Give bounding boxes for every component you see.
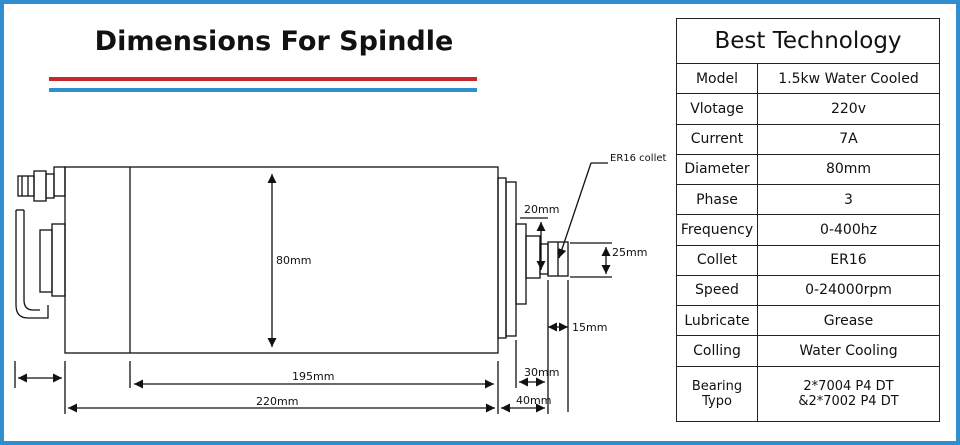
spec-value: Water Cooling bbox=[757, 335, 940, 367]
spec-table-heading: Best Technology bbox=[676, 18, 940, 64]
page-title: Dimensions For Spindle bbox=[94, 26, 454, 57]
blue-stripe bbox=[49, 88, 477, 92]
spec-value: 0-400hz bbox=[757, 214, 940, 246]
bearing-value-line2: &2*7002 P4 DT bbox=[798, 393, 899, 409]
spec-value: 80mm bbox=[757, 153, 940, 186]
spec-label: Phase bbox=[676, 184, 758, 216]
spec-value: Grease bbox=[757, 305, 940, 337]
collet-leader bbox=[557, 162, 592, 259]
spec-value: 1.5kw Water Cooled bbox=[757, 62, 940, 95]
spec-label: Speed bbox=[676, 274, 758, 307]
water-fitting bbox=[15, 209, 66, 319]
red-stripe bbox=[49, 77, 477, 81]
spec-value: 0-24000rpm bbox=[757, 274, 940, 307]
dim-40-label: 40mm bbox=[516, 394, 551, 407]
spec-label: Colling bbox=[676, 335, 758, 367]
spec-value: 220v bbox=[757, 93, 940, 125]
bearing-value-line1: 2*7004 P4 DT bbox=[803, 378, 894, 394]
rear-connector bbox=[17, 166, 66, 202]
spec-label: Frequency bbox=[676, 214, 758, 246]
dim-220-label: 220mm bbox=[256, 395, 298, 408]
spec-value: 7A bbox=[757, 123, 940, 155]
spec-value-bearing: 2*7004 P4 DT &2*7002 P4 DT bbox=[757, 365, 940, 423]
spec-value: ER16 bbox=[757, 244, 940, 276]
collet-nut bbox=[539, 241, 569, 277]
spec-label: Collet bbox=[676, 244, 758, 276]
spec-label: Lubricate bbox=[676, 305, 758, 337]
dim-25-label: 25mm bbox=[612, 246, 647, 259]
collet-label: ER16 collet bbox=[610, 153, 666, 164]
bearing-label-line2: Typo bbox=[702, 393, 732, 409]
dim-15-label: 15mm bbox=[572, 321, 607, 334]
spec-row-bearing: Bearing Typo 2*7004 P4 DT &2*7002 P4 DT bbox=[676, 365, 940, 423]
dim-80-label: 80mm bbox=[276, 254, 311, 267]
spec-label: Model bbox=[676, 62, 758, 95]
spec-label: Current bbox=[676, 123, 758, 155]
bearing-label-line1: Bearing bbox=[691, 378, 743, 394]
front-flange bbox=[497, 177, 541, 339]
dim-30-label: 30mm bbox=[524, 366, 559, 379]
spec-label-bearing: Bearing Typo bbox=[676, 365, 758, 423]
dim-20-label: 20mm bbox=[524, 203, 559, 216]
spec-label: Diameter bbox=[676, 153, 758, 186]
dim-195-label: 195mm bbox=[292, 370, 334, 383]
spec-label: Vlotage bbox=[676, 93, 758, 125]
spec-value: 3 bbox=[757, 184, 940, 216]
